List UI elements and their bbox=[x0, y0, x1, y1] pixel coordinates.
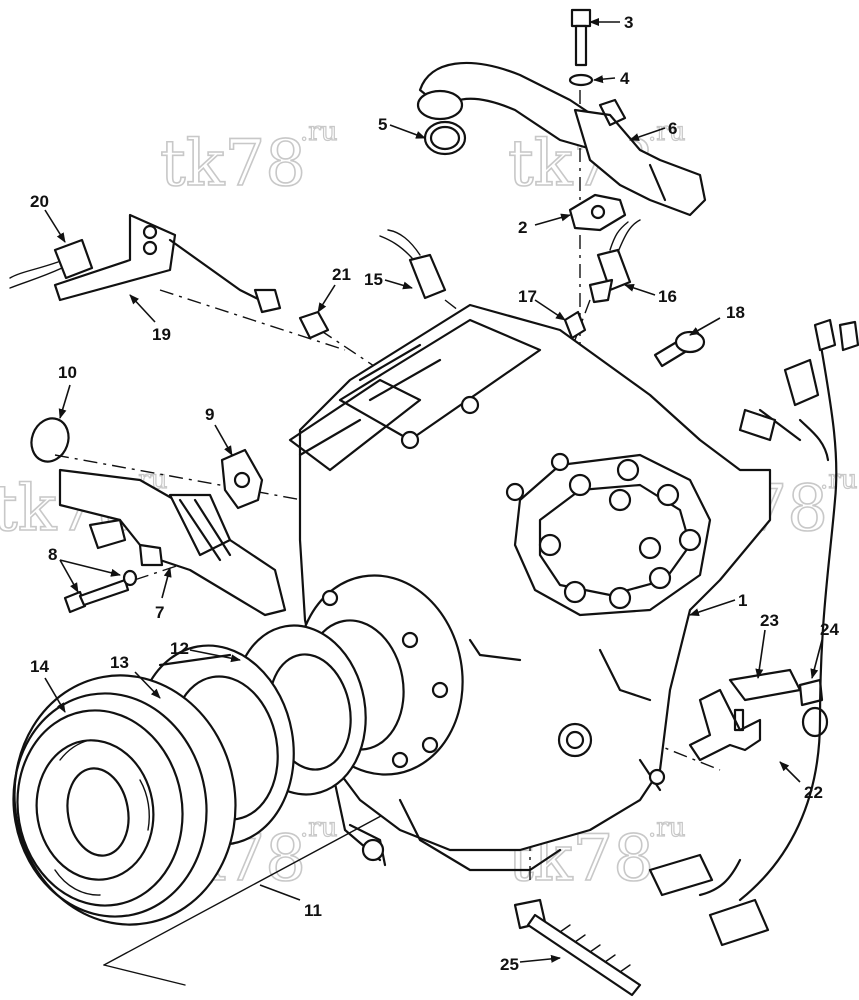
pressure-switch-16 bbox=[588, 219, 641, 304]
callout-21: 21 bbox=[332, 265, 351, 284]
o-ring-10 bbox=[30, 417, 70, 463]
fitting-21 bbox=[253, 288, 330, 340]
callout-24: 24 bbox=[820, 620, 839, 639]
callout-22: 22 bbox=[804, 783, 823, 802]
gasket-2 bbox=[568, 193, 627, 232]
callout-3: 3 bbox=[624, 13, 633, 32]
sensor-20 bbox=[9, 238, 94, 289]
sensor-bracket-19 bbox=[53, 213, 262, 302]
watermark-top-left: tk78 .ru bbox=[159, 116, 338, 201]
watermark-suffix: .ru bbox=[300, 117, 337, 147]
watermark-suffix: .ru bbox=[300, 813, 337, 843]
washer-4 bbox=[568, 73, 594, 87]
bolt-8 bbox=[63, 569, 138, 614]
clamp-18 bbox=[653, 330, 706, 368]
gasket-9 bbox=[220, 448, 264, 510]
callout-11: 11 bbox=[304, 901, 322, 920]
callout-4: 4 bbox=[620, 69, 630, 88]
callout-9: 9 bbox=[205, 405, 214, 424]
callout-12: 12 bbox=[170, 639, 189, 658]
bracket-23 bbox=[688, 668, 802, 762]
callout-7: 7 bbox=[155, 603, 164, 622]
callout-17: 17 bbox=[518, 287, 537, 306]
callout-20: 20 bbox=[30, 192, 49, 211]
callout-14: 14 bbox=[30, 657, 49, 676]
callout-10: 10 bbox=[58, 363, 77, 382]
sensor-15 bbox=[379, 229, 447, 300]
callout-8: 8 bbox=[48, 545, 57, 564]
pulley-14 bbox=[12, 674, 237, 926]
callout-13: 13 bbox=[110, 653, 129, 672]
callout-15: 15 bbox=[364, 270, 383, 289]
callout-leaders bbox=[44, 18, 823, 963]
callout-16: 16 bbox=[658, 287, 677, 306]
callout-25: 25 bbox=[500, 955, 519, 974]
callout-5: 5 bbox=[378, 115, 387, 134]
watermark-suffix: .ru bbox=[820, 465, 857, 495]
callout-2: 2 bbox=[518, 218, 527, 237]
callout-6: 6 bbox=[668, 119, 677, 138]
callout-labels: 1 2 3 4 5 6 7 8 9 10 11 12 13 14 15 16 1… bbox=[30, 13, 839, 974]
watermark-bottom-right: tk78 .ru bbox=[507, 812, 686, 896]
callout-1: 1 bbox=[738, 591, 747, 610]
callout-19: 19 bbox=[152, 325, 171, 344]
callout-23: 23 bbox=[760, 611, 779, 630]
wiring-harness-22 bbox=[648, 318, 859, 947]
clamp-24 bbox=[798, 678, 829, 738]
fitting-17 bbox=[563, 310, 587, 340]
watermark-suffix: .ru bbox=[648, 813, 685, 843]
bolt-25 bbox=[513, 898, 642, 997]
bolt-3 bbox=[570, 8, 592, 67]
callout-18: 18 bbox=[726, 303, 745, 322]
watermark-text: tk78 bbox=[160, 127, 306, 201]
suction-service-valve-7 bbox=[58, 468, 287, 617]
